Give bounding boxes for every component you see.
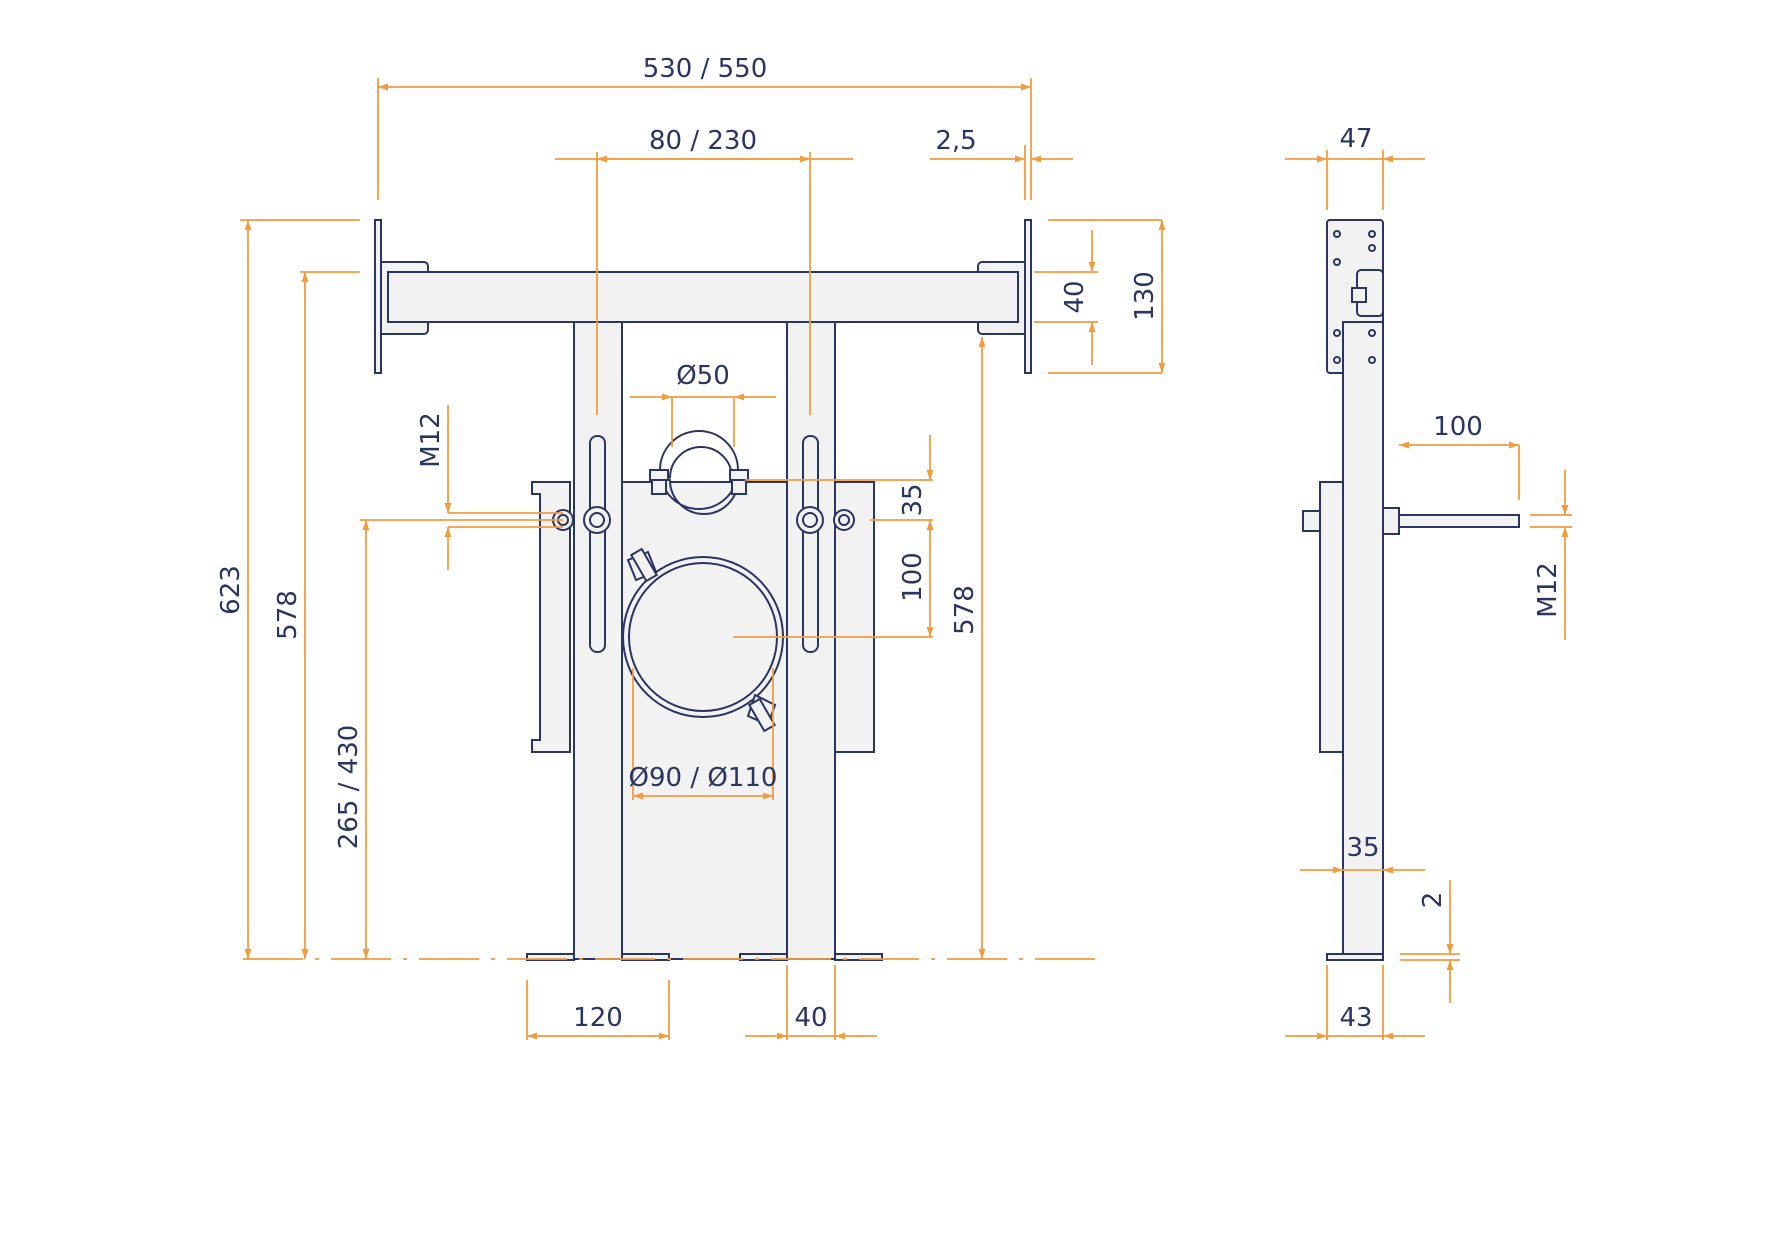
dimension-labels: 530 / 550 80 / 230 2,5 40 130 Ø50 35 100…	[216, 54, 1563, 1033]
pipe-height-label: 265 / 430	[334, 725, 364, 850]
side-rod-nut	[1382, 507, 1400, 535]
side-bolt-label: M12	[1533, 562, 1563, 618]
right-post-foot-left	[739, 953, 788, 961]
side-bracket-nut	[1351, 287, 1367, 303]
left-back-plate	[531, 481, 571, 753]
plate-offset-label: 2,5	[935, 126, 976, 156]
large-pipe-label: Ø90 / Ø110	[629, 763, 778, 793]
left-post-foot-left	[526, 953, 575, 961]
side-bracket-holes	[1333, 230, 1376, 364]
height-left-label: 578	[273, 590, 303, 640]
bolt-front-label: M12	[416, 412, 446, 468]
left-bolt	[552, 506, 611, 534]
left-wall-plate	[374, 219, 382, 374]
total-height-label: 623	[216, 565, 246, 615]
side-rod-length-label: 100	[1433, 412, 1483, 442]
side-threaded-rod	[1382, 514, 1520, 528]
small-pipe-clamp	[649, 430, 749, 515]
side-post	[1342, 321, 1384, 960]
right-post-foot-right	[834, 953, 883, 961]
left-slot	[589, 435, 606, 653]
side-view	[1302, 219, 1520, 961]
side-back-plate	[1319, 481, 1344, 753]
side-foot-thickness-label: 2	[1418, 892, 1448, 909]
rail-height-label: 40	[1060, 280, 1090, 313]
side-post-depth-label: 35	[1346, 833, 1379, 863]
right-slot	[802, 435, 819, 653]
overall-width-label: 530 / 550	[643, 54, 768, 84]
side-foot-width-label: 43	[1339, 1003, 1372, 1033]
clamp-offset-label: 35	[898, 483, 928, 516]
post-spacing-label: 80 / 230	[649, 126, 757, 156]
right-wall-plate	[1024, 219, 1032, 374]
dimension-lines	[240, 78, 1572, 1040]
plate-height-label: 130	[1130, 271, 1160, 321]
side-foot	[1326, 953, 1384, 961]
small-pipe-label: Ø50	[676, 361, 730, 391]
side-top-width-label: 47	[1339, 124, 1372, 154]
front-view	[374, 219, 1032, 961]
top-rail-inner	[387, 271, 1019, 323]
right-bolt	[796, 506, 855, 534]
left-post-foot-right	[621, 953, 670, 961]
side-rear-nut	[1302, 510, 1321, 532]
foot-width-label: 120	[573, 1003, 623, 1033]
clamp-spacing-label: 100	[898, 552, 928, 602]
post-width-label: 40	[794, 1003, 827, 1033]
height-right-label: 578	[950, 585, 980, 635]
